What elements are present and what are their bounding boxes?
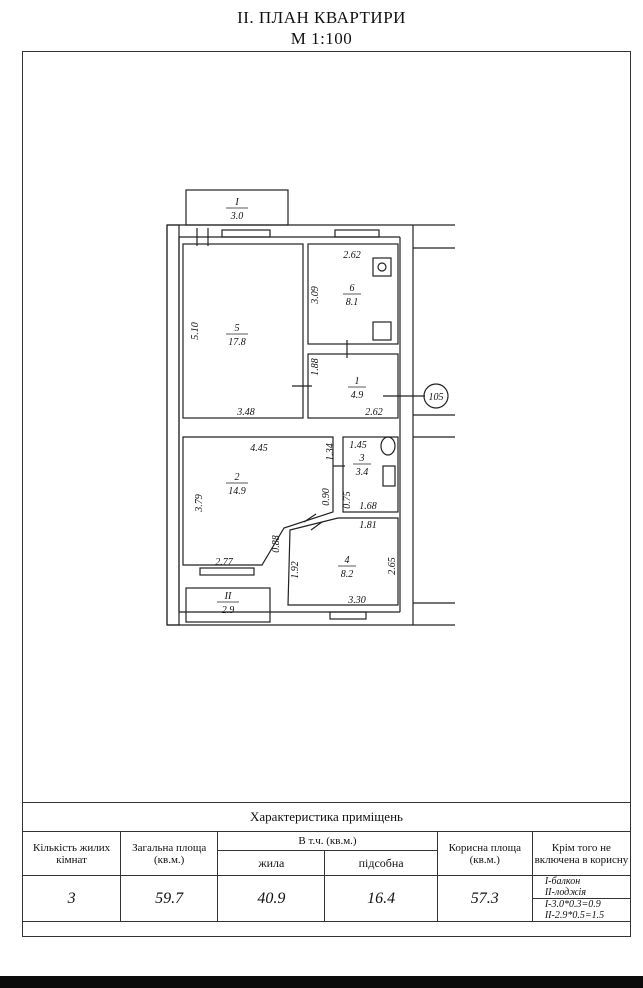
dim-2-62-bottom: 2.62 (365, 407, 383, 418)
page-title: II. ПЛАН КВАРТИРИ (237, 8, 406, 27)
dimension-labels: 2.62 3.09 5.10 1.88 3.48 2.62 4.45 1.34 … (190, 250, 444, 606)
dim-1-88: 1.88 (310, 358, 321, 376)
value-total: 59.7 (120, 875, 219, 922)
balcony-1-number: I (234, 197, 239, 208)
dim-3-79: 3.79 (194, 494, 205, 513)
room-6-area: 8.1 (346, 297, 359, 308)
dim-3-48: 3.48 (236, 407, 255, 418)
room-2-area: 14.9 (228, 486, 246, 497)
dim-1-45: 1.45 (349, 440, 367, 451)
room-5-number: 5 (235, 323, 240, 334)
dim-3-09: 3.09 (310, 286, 321, 305)
dim-1-34: 1.34 (325, 443, 336, 461)
dim-3-30: 3.30 (347, 595, 366, 606)
dim-5-10: 5.10 (190, 322, 201, 340)
room-3-area: 3.4 (355, 467, 369, 478)
value-living: 40.9 (217, 875, 326, 922)
excl-line: І-балкон (544, 876, 581, 887)
dim-1-68: 1.68 (359, 501, 377, 512)
drawing-frame (22, 51, 631, 937)
dim-4-45: 4.45 (250, 443, 268, 454)
balcony-1-area: 3.0 (230, 211, 244, 222)
col-excl-header: Крім того не включена в корисну (531, 831, 632, 876)
col-aux-header: підсобна (324, 850, 438, 876)
col-useful-header: Корисна площа (кв.м.) (436, 831, 533, 876)
room-6-number: 6 (350, 283, 355, 294)
excl-note-2: І-3.0*0.3=0.9 ІІ-2.9*0.5=1.5 (531, 898, 632, 922)
balcony-2-area: 2.9 (222, 605, 235, 616)
excl-line: І-3.0*0.3=0.9 (544, 899, 601, 910)
room-4-number: 4 (345, 555, 350, 566)
excl-line: ІІ-лоджія (544, 887, 586, 898)
excl-line: ІІ-2.9*0.5=1.5 (544, 910, 605, 921)
balcony-2-number: II (224, 591, 232, 602)
excl-note-1: І-балкон ІІ-лоджія (531, 875, 632, 899)
room-1-area: 4.9 (351, 390, 364, 401)
room-4-area: 8.2 (341, 569, 354, 580)
col-incl-header: В т.ч. (кв.м.) (217, 831, 438, 851)
value-rooms: 3 (21, 875, 122, 922)
room-characteristics-table: Характеристика приміщень Кількість жилих… (21, 802, 632, 937)
room-labels: 5 17.8 6 8.1 1 4.9 2 14.9 3 3.4 4 8.2 I … (217, 197, 371, 616)
dim-1-81: 1.81 (359, 520, 377, 531)
dim-2-77: 2.77 (215, 557, 234, 568)
scale-label: М 1:100 (290, 29, 353, 48)
value-useful: 57.3 (436, 875, 533, 922)
bottom-black-bar (0, 976, 643, 988)
plan-walls (166, 189, 455, 626)
col-living-header: жила (217, 850, 326, 876)
dim-1-92: 1.92 (290, 561, 301, 579)
room-5-area: 17.8 (228, 337, 246, 348)
riser-marker-label: 105 (429, 392, 444, 403)
value-aux: 16.4 (324, 875, 438, 922)
table-title: Характеристика приміщень (22, 802, 631, 832)
dim-0-75: 0.75 (342, 491, 353, 509)
col-rooms-header: Кількість жилих кімнат (21, 831, 122, 876)
dim-2-65: 2.65 (387, 557, 398, 575)
dim-2-62-top: 2.62 (343, 250, 361, 261)
dim-0-88: 0.88 (271, 535, 282, 553)
col-total-header: Загальна площа (кв.м.) (120, 831, 219, 876)
dim-0-90: 0.90 (321, 488, 332, 506)
room-1-number: 1 (355, 376, 360, 387)
room-2-number: 2 (235, 472, 240, 483)
room-3-number: 3 (359, 453, 365, 464)
